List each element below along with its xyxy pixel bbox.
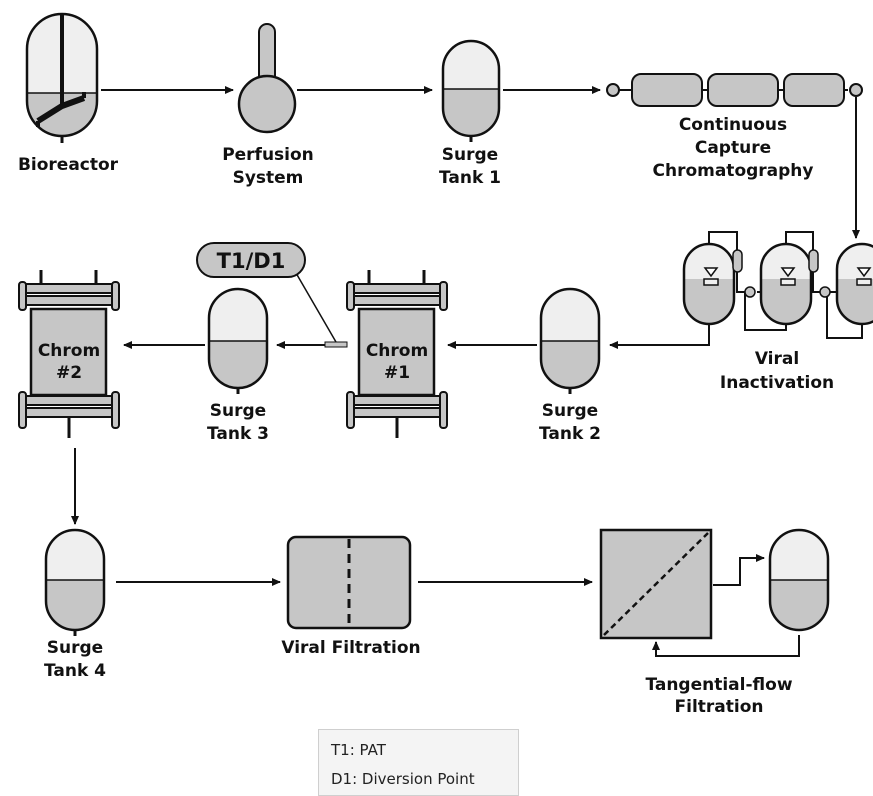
legend-box: T1: PAT D1: Diversion Point (318, 729, 519, 796)
capture-chromatography-columns (606, 73, 863, 107)
capture-label-line2: Capture (695, 138, 771, 158)
tff-tank-vessel (768, 528, 830, 632)
bioreactor-vessel (25, 12, 99, 143)
surge-tank-1-label-line1: Surge (442, 145, 498, 165)
chrom-1-column (346, 270, 448, 438)
surge-tank-4-vessel (44, 528, 106, 636)
chrom-1-label-line1: Chrom (366, 341, 428, 361)
perfusion-label-line1: Perfusion (222, 145, 314, 165)
flow-arrow (713, 554, 765, 586)
surge-tank-1-label-line2: Tank 1 (439, 168, 501, 188)
pat-sensor-icon (295, 272, 348, 348)
viral-inactivation-label-line1: Viral (755, 349, 799, 369)
pat-tag-bubble: T1/D1 (196, 242, 306, 278)
surge-tank-3-vessel (207, 287, 269, 394)
viral-filter-unit (286, 535, 412, 630)
surge-tank-2-vessel (539, 287, 601, 394)
tff-membrane-unit (599, 528, 713, 640)
chrom-1-label-line2: #1 (384, 363, 410, 383)
viral-inactivation-tanks (609, 231, 873, 349)
bioreactor-label: Bioreactor (18, 155, 119, 175)
surge-tank-1-vessel (441, 39, 501, 142)
tff-label-line1: Tangential-flow (645, 675, 792, 695)
legend-item-d1: D1: Diversion Point (331, 770, 475, 788)
surge-tank-4-label-line2: Tank 4 (44, 661, 106, 681)
surge-tank-3-label-line2: Tank 3 (207, 424, 269, 444)
chrom-2-label-line2: #2 (56, 363, 82, 383)
perfusion-system-icon (237, 23, 297, 134)
capture-label-line1: Continuous (679, 115, 787, 135)
surge-tank-2-label-line1: Surge (542, 401, 598, 421)
surge-tank-4-label-line1: Surge (47, 638, 103, 658)
chrom-2-label-line1: Chrom (38, 341, 100, 361)
chrom-2-column (18, 270, 120, 438)
perfusion-label-line2: System (233, 168, 304, 188)
viral-inactivation-label-line2: Inactivation (720, 373, 834, 393)
surge-tank-3-label-line1: Surge (210, 401, 266, 421)
recycle-arrow (652, 635, 800, 657)
tff-label-line2: Filtration (675, 697, 764, 717)
surge-tank-2-label-line2: Tank 2 (539, 424, 601, 444)
viral-filtration-label: Viral Filtration (281, 638, 420, 658)
pat-tag-text: T1/D1 (217, 249, 286, 273)
legend-item-t1: T1: PAT (331, 741, 386, 759)
capture-label-line3: Chromatography (652, 161, 813, 181)
